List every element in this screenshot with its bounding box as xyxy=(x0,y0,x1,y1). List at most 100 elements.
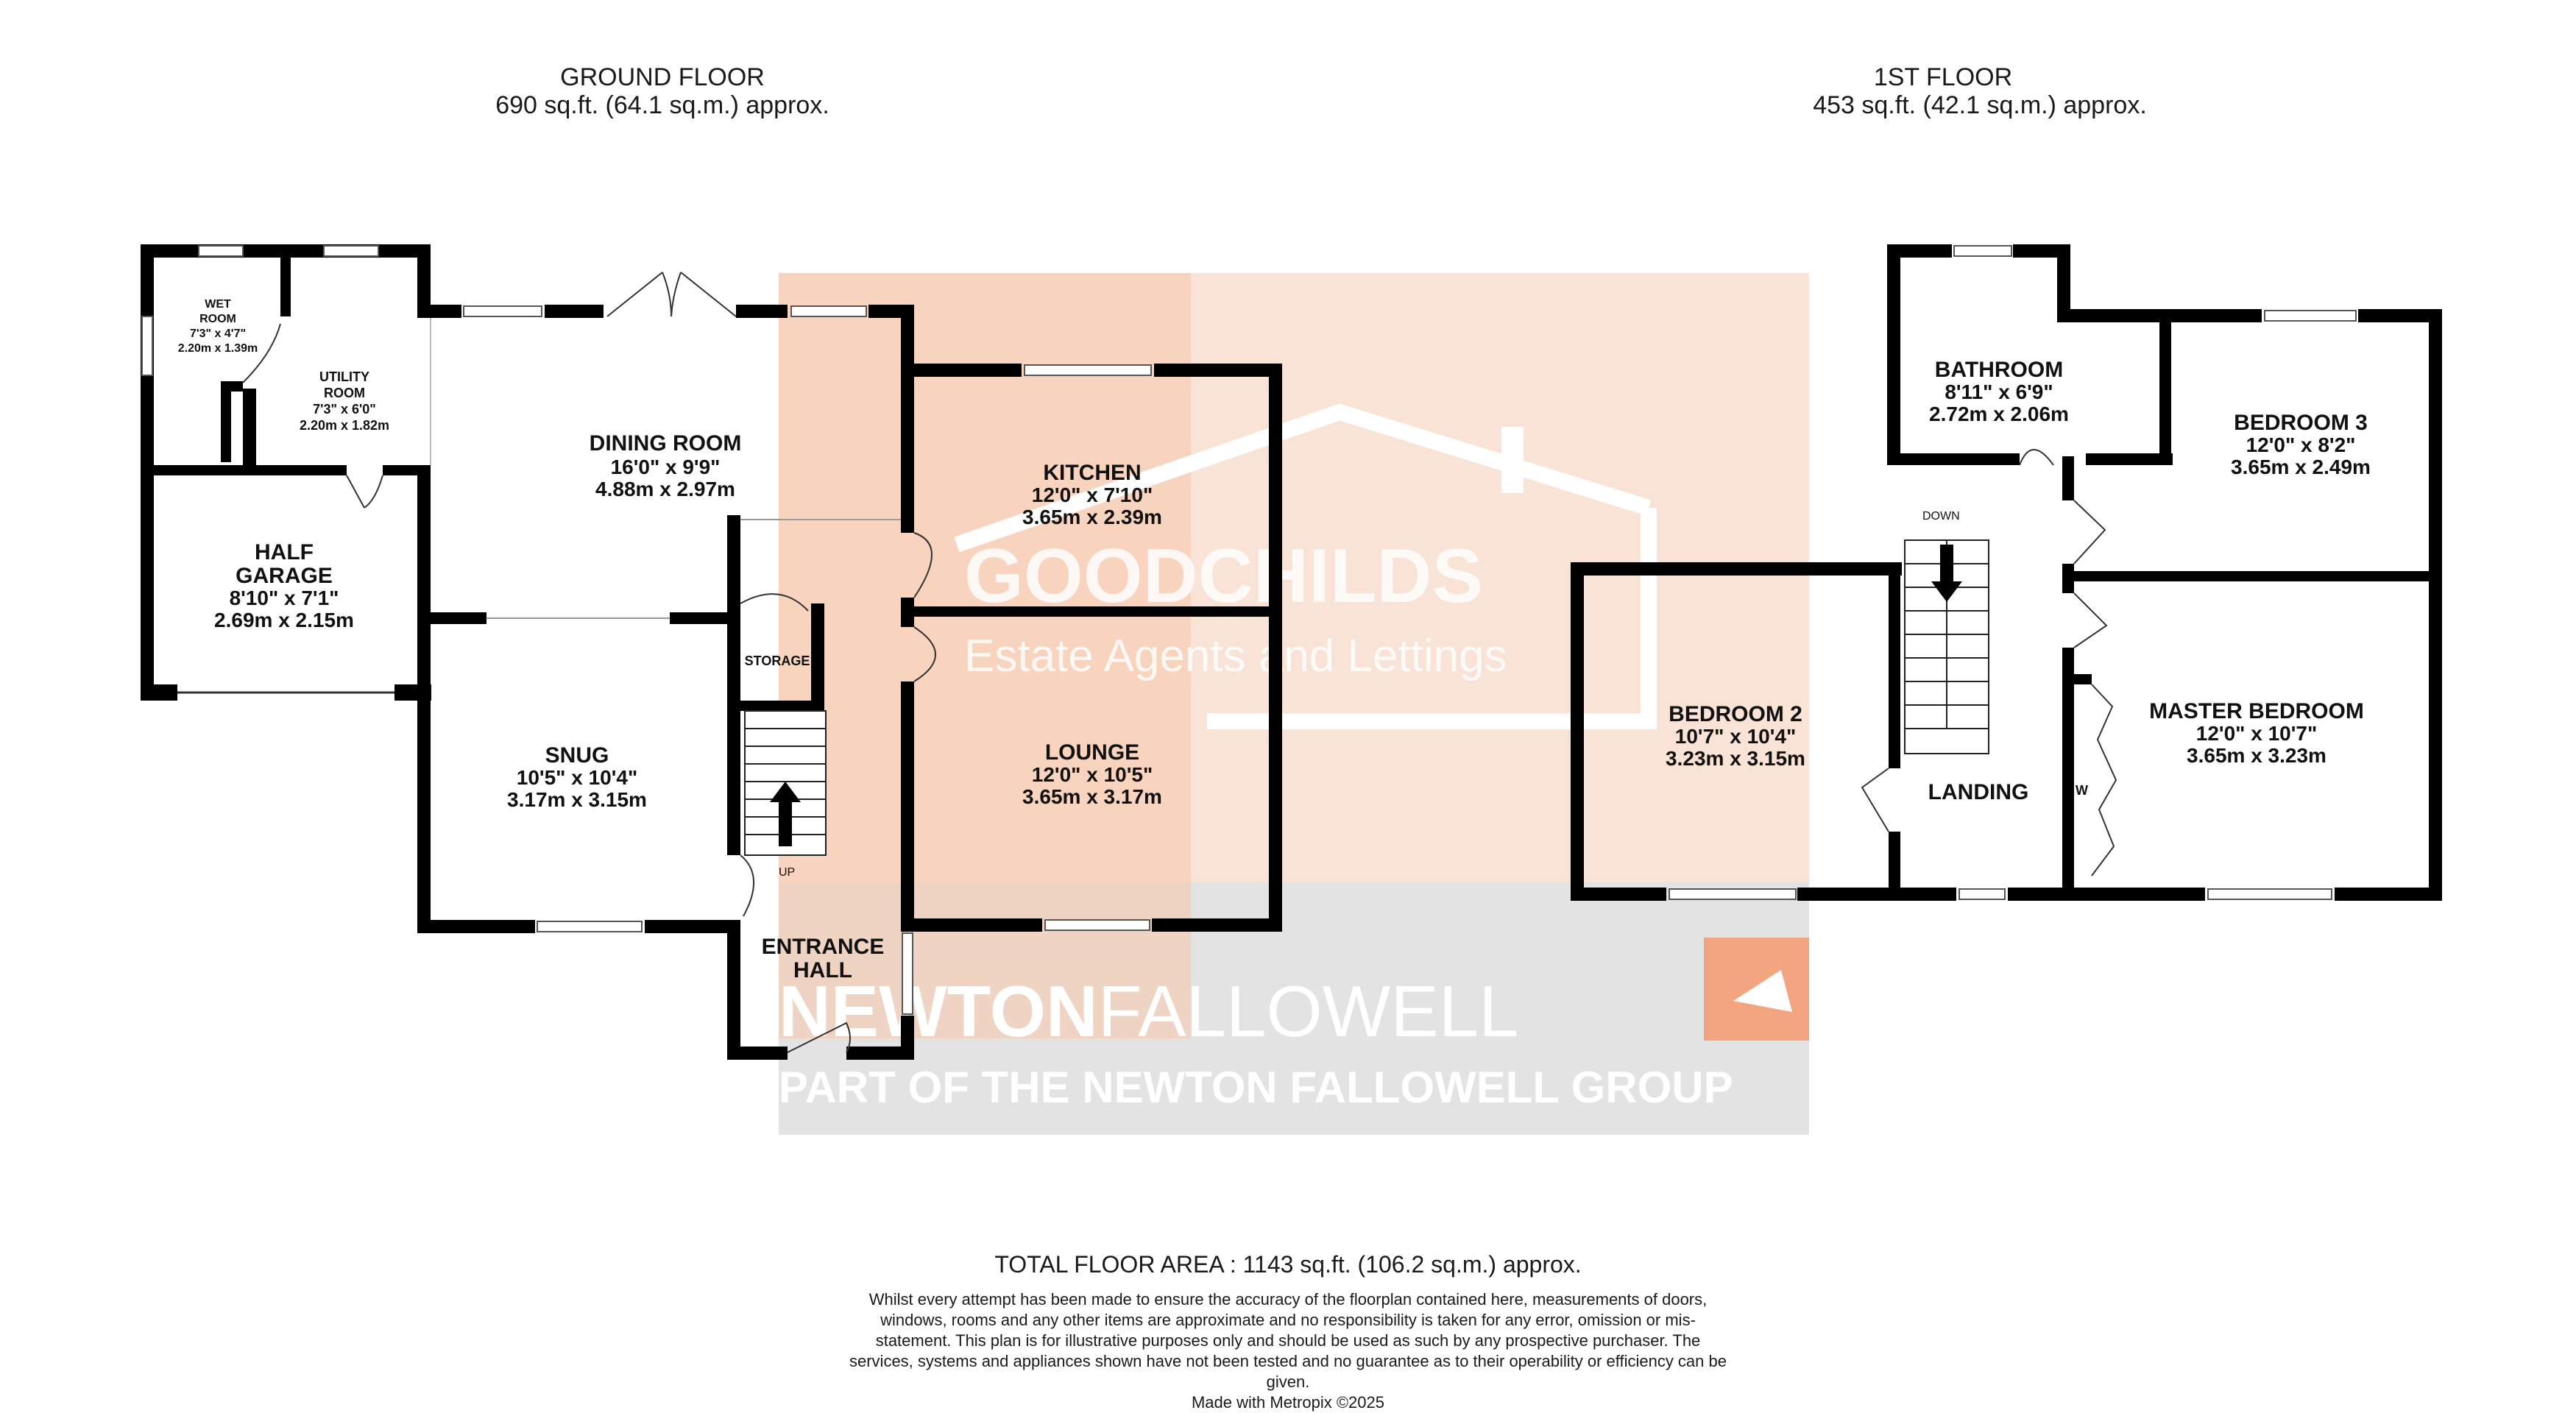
window xyxy=(463,305,542,317)
wall xyxy=(141,244,431,258)
entrance-hall-name: HALL xyxy=(793,958,852,982)
door-swing xyxy=(2073,500,2106,564)
wall xyxy=(2358,309,2442,322)
wall xyxy=(1889,562,1900,768)
door-swing xyxy=(1861,768,1889,832)
kitchen-imperial: 12'0" x 7'10" xyxy=(1032,484,1153,506)
stair-up-arrow-icon xyxy=(770,782,801,846)
wardrobe-doors xyxy=(2091,684,2117,877)
utility-room-name: UTILITY xyxy=(319,369,369,384)
total-floor-area: TOTAL FLOOR AREA : 1143 sq.ft. (106.2 sq… xyxy=(994,1251,1582,1278)
wall xyxy=(417,474,431,695)
wall xyxy=(1887,244,1900,465)
wall xyxy=(417,305,461,318)
wall xyxy=(1887,244,1952,258)
first-floor-walls xyxy=(1571,244,2442,901)
wall xyxy=(280,258,291,316)
door-swing xyxy=(346,475,383,509)
room-labels: WET ROOM 7'3" x 4'7" 2.20m x 1.39m UTILI… xyxy=(178,298,2371,982)
stair-up-label: UP xyxy=(779,866,795,879)
master-bedroom-name: MASTER BEDROOM xyxy=(2149,699,2364,723)
wall xyxy=(1889,832,1900,901)
door-swing xyxy=(2019,449,2054,466)
window xyxy=(537,921,643,932)
half-garage-imperial: 8'10" x 7'1" xyxy=(230,587,339,609)
bedroom-3-imperial: 12'0" x 8'2" xyxy=(2246,433,2356,456)
landing-name: LANDING xyxy=(1928,780,2029,804)
watermark-goodchilds-sub: Estate Agents and Lettings xyxy=(964,631,1507,681)
wall xyxy=(417,244,431,318)
wall xyxy=(846,1047,914,1060)
window xyxy=(1669,888,1797,900)
door-swing xyxy=(913,532,933,598)
wall xyxy=(141,684,177,701)
window xyxy=(198,245,244,257)
window xyxy=(790,305,867,317)
bathroom-imperial: 8'11" x 6'9" xyxy=(1945,380,2053,403)
wall xyxy=(1887,453,2020,465)
front-door-swing xyxy=(787,1021,851,1053)
door-swing xyxy=(2073,592,2108,648)
wall xyxy=(221,381,231,462)
wall xyxy=(383,465,431,475)
wall xyxy=(736,305,788,318)
wall xyxy=(901,1016,914,1060)
ground-floor-area: 690 sq.ft. (64.1 sq.m.) approx. xyxy=(495,91,829,119)
window xyxy=(1044,919,1150,931)
snug-metric: 3.17m x 3.15m xyxy=(507,788,647,811)
wall xyxy=(141,465,347,475)
wall xyxy=(417,684,431,933)
ground-floor-walls xyxy=(141,244,1282,1060)
wall xyxy=(1571,562,1584,901)
wall xyxy=(727,1047,788,1060)
wall xyxy=(1152,918,1282,932)
storage-name: STORAGE xyxy=(745,654,810,668)
wall xyxy=(2062,674,2074,901)
window xyxy=(1024,364,1152,376)
window xyxy=(2264,310,2357,322)
wall xyxy=(901,364,1022,377)
lounge-metric: 3.65m x 3.17m xyxy=(1022,785,1162,808)
wall xyxy=(2057,309,2262,322)
wall xyxy=(901,918,1042,932)
window xyxy=(141,316,153,376)
watermark-newton-logo-icon xyxy=(1733,970,1792,1012)
disclaimer-text: Whilst every attempt has been made to en… xyxy=(849,1290,1727,1391)
wall xyxy=(901,681,914,930)
wet-room-name: WET xyxy=(205,298,231,311)
watermark-logo: GOODCHILDS Estate Agents and Lettings NE… xyxy=(779,273,1809,1135)
wall xyxy=(645,920,740,933)
bedroom-3-metric: 3.65m x 2.49m xyxy=(2231,456,2371,478)
wall xyxy=(2062,571,2442,581)
dining-room-name: DINING ROOM xyxy=(590,431,742,456)
watermark-house-outline xyxy=(1207,508,1657,729)
bedroom-2-metric: 3.23m x 3.15m xyxy=(1666,747,1805,770)
ground-floor-title: GROUND FLOOR xyxy=(560,63,765,91)
lounge-name: LOUNGE xyxy=(1045,740,1139,765)
lounge-imperial: 12'0" x 10'5" xyxy=(1032,763,1153,786)
wall xyxy=(417,920,535,933)
master-bedroom-imperial: 12'0" x 10'7" xyxy=(2196,722,2317,745)
door-swing xyxy=(740,593,809,612)
watermark-roof-outline xyxy=(954,403,1652,553)
stair-down-arrow-icon xyxy=(1931,545,1962,602)
wall xyxy=(2013,244,2070,258)
watermark-accent xyxy=(779,273,1191,1038)
wall xyxy=(1269,364,1282,930)
watermark-chimney xyxy=(1501,427,1524,493)
dining-room-metric: 4.88m x 2.97m xyxy=(595,478,735,500)
bedroom-2-imperial: 10'7" x 10'4" xyxy=(1675,725,1796,748)
wall xyxy=(2159,322,2171,464)
wall xyxy=(545,305,604,318)
first-floor-doors xyxy=(1861,449,2117,877)
ground-floor-doors xyxy=(242,272,936,1053)
wet-room-metric: 2.20m x 1.39m xyxy=(178,342,258,355)
wall xyxy=(2057,244,2070,318)
window xyxy=(1958,888,2006,900)
master-bedroom-metric: 3.65m x 3.23m xyxy=(2187,744,2326,767)
ground-floor-stairs xyxy=(744,710,827,856)
door-swing xyxy=(740,854,754,917)
kitchen-name: KITCHEN xyxy=(1043,461,1141,485)
kitchen-metric: 3.65m x 2.39m xyxy=(1022,506,1162,528)
